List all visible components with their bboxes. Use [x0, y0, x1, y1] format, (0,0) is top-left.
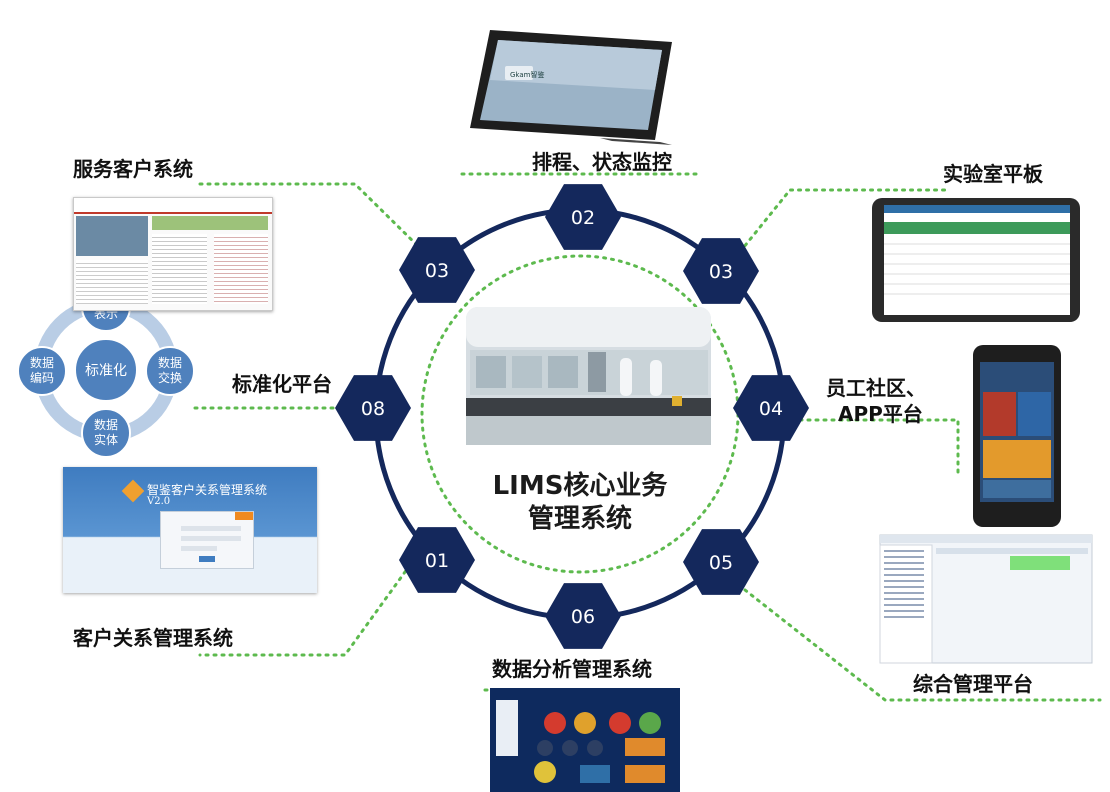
hexagon-number: 06 [571, 606, 595, 628]
label-employee-line1: 员工社区、 [826, 376, 926, 400]
label-data-analysis: 数据分析管理系统 [492, 657, 652, 681]
center-title: LIMS核心业务 管理系统 [430, 470, 730, 536]
connector-crm [198, 563, 412, 657]
hexagon-number: 08 [361, 398, 385, 420]
hexagon-layer: 02 03 03 04 08 01 05 06 [335, 184, 809, 649]
hexagon-right: 04 [733, 375, 809, 441]
integrated-platform-screen [879, 534, 1093, 664]
crm-title: 智鉴客户关系管理系统 [147, 483, 268, 497]
surface-tablet: Gkam智鉴 [470, 30, 672, 145]
std-bottom-circle [81, 408, 131, 458]
hexagon-left: 08 [335, 375, 411, 441]
std-left-circle [17, 346, 67, 396]
crm-version: V2.0 [147, 496, 171, 507]
std-left-text-2: 编码 [30, 370, 54, 385]
connector-customer-service [198, 182, 432, 260]
hexagon-number: 05 [709, 552, 733, 574]
data-analysis-dashboard [490, 688, 680, 792]
hexagon-shape [399, 527, 475, 593]
std-right-text-2: 交换 [158, 370, 182, 385]
label-scheduling: 排程、状态监控 [532, 150, 672, 174]
tablet-logo-box [505, 66, 533, 80]
crm-login-box [160, 511, 254, 569]
crm-logo-icon [121, 479, 145, 503]
lab-photo [466, 307, 711, 445]
std-right-text-1: 数据 [158, 355, 182, 370]
std-right-circle [145, 346, 195, 396]
hexagon-shape [683, 238, 759, 304]
customer-service-screenshot [73, 197, 273, 311]
label-employee-line2: APP平台 [838, 402, 923, 426]
hexagon-number: 03 [425, 260, 449, 282]
std-left-text-1: 数据 [30, 355, 54, 370]
std-bottom-text-2: 实体 [94, 432, 118, 447]
hexagon-number: 01 [425, 550, 449, 572]
label-lab-tablet: 实验室平板 [943, 162, 1043, 186]
hexagon-shape [545, 184, 621, 250]
hexagon-bottom: 06 [545, 583, 621, 649]
hexagon-shape [399, 237, 475, 303]
hexagon-number: 02 [571, 207, 595, 229]
hexagon-number: 03 [709, 261, 733, 283]
hexagon-upper-right: 03 [683, 238, 759, 304]
connector-integrated [743, 588, 1102, 702]
hexagon-number: 04 [759, 398, 783, 420]
hexagon-lower-right: 05 [683, 529, 759, 595]
tablet-brand-text: Gkam智鉴 [510, 70, 544, 79]
phone-device [973, 345, 1061, 527]
std-center-text: 标准化 [85, 363, 127, 379]
connector-lab-tablet [733, 188, 947, 260]
std-bottom-text-1: 数据 [94, 417, 118, 432]
connector-employee [798, 418, 960, 477]
hexagon-shape [683, 529, 759, 595]
label-crm: 客户关系管理系统 [73, 626, 233, 650]
label-integrated: 综合管理平台 [913, 672, 1033, 696]
hexagon-lower-left: 01 [399, 527, 475, 593]
hexagon-upper-left: 03 [399, 237, 475, 303]
label-customer-service: 服务客户系统 [73, 157, 193, 181]
lab-tablet-device [872, 198, 1080, 322]
center-title-line2: 管理系统 [527, 504, 632, 534]
std-center-circle [74, 338, 138, 402]
hexagon-shape [545, 583, 621, 649]
center-title-line1: LIMS核心业务 [492, 471, 668, 501]
label-standardization: 标准化平台 [232, 372, 332, 396]
hexagon-shape [335, 375, 411, 441]
hexagon-shape [733, 375, 809, 441]
crm-login-screenshot: 智鉴客户关系管理系统 V2.0 [63, 467, 317, 593]
hexagon-top: 02 [545, 184, 621, 250]
